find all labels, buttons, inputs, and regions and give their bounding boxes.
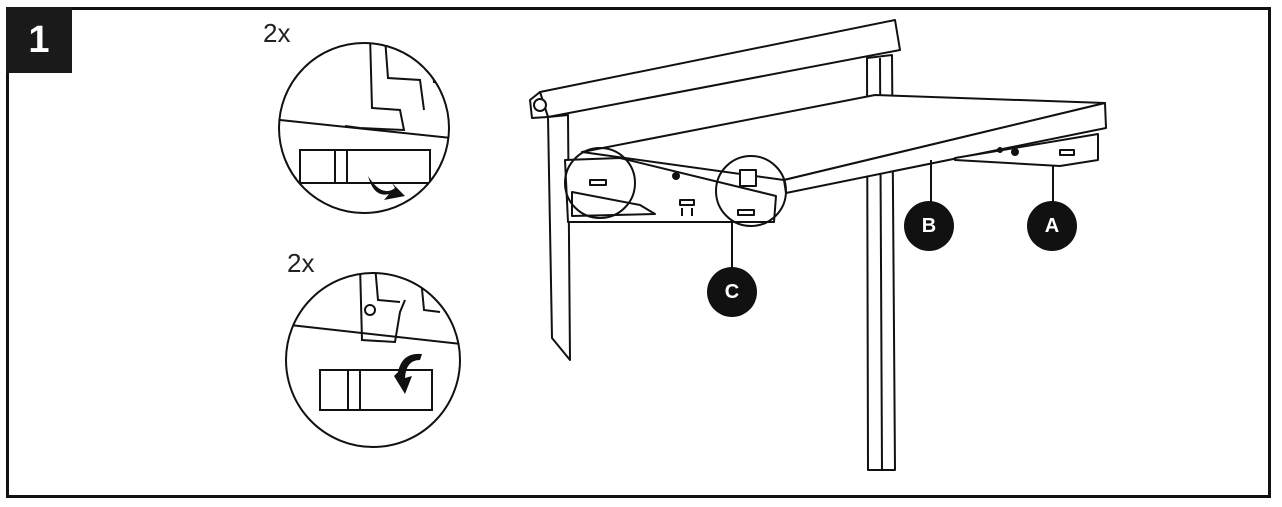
rotate-down-arrow-icon — [368, 176, 405, 200]
rotate-down-arrow-icon — [394, 353, 422, 394]
detail-circle-2 — [285, 272, 461, 448]
detail-1-quantity: 2x — [263, 18, 291, 48]
detail-2-quantity: 2x — [287, 248, 315, 278]
callout-a: A — [1027, 201, 1077, 251]
callout-b: B — [904, 201, 954, 251]
step-number-badge: 1 — [6, 7, 72, 73]
detail-circle-1 — [278, 42, 450, 214]
instruction-frame — [6, 7, 1271, 498]
callout-c: C — [707, 267, 757, 317]
shelf-assembly — [529, 19, 1107, 471]
